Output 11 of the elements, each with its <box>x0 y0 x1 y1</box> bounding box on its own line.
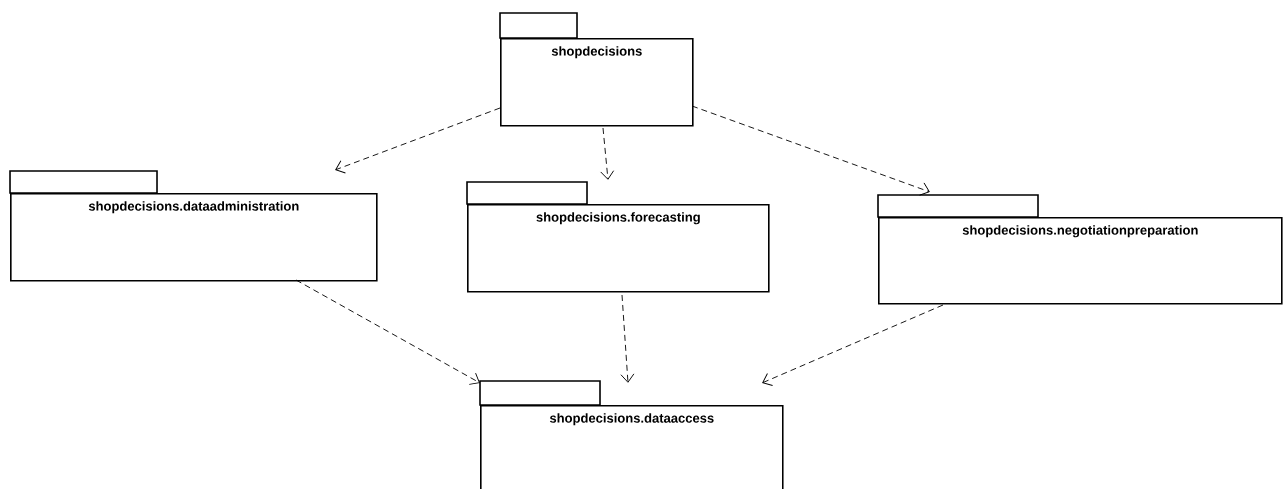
package-box: shopdecisions.dataadministration <box>9 170 378 282</box>
dependency-arrow <box>620 294 635 383</box>
dependency-arrow <box>600 127 615 180</box>
package-box: shopdecisions <box>499 12 694 127</box>
dependency-arrow <box>762 304 944 386</box>
package-box: shopdecisions.dataaccess <box>479 380 784 489</box>
dependency-arrow <box>335 107 501 174</box>
dependency-arrow <box>295 279 480 385</box>
package-box: shopdecisions.negotiationpreparation <box>877 194 1283 305</box>
dependency-arrow <box>691 105 930 196</box>
package-box: shopdecisions.forecasting <box>466 181 770 293</box>
